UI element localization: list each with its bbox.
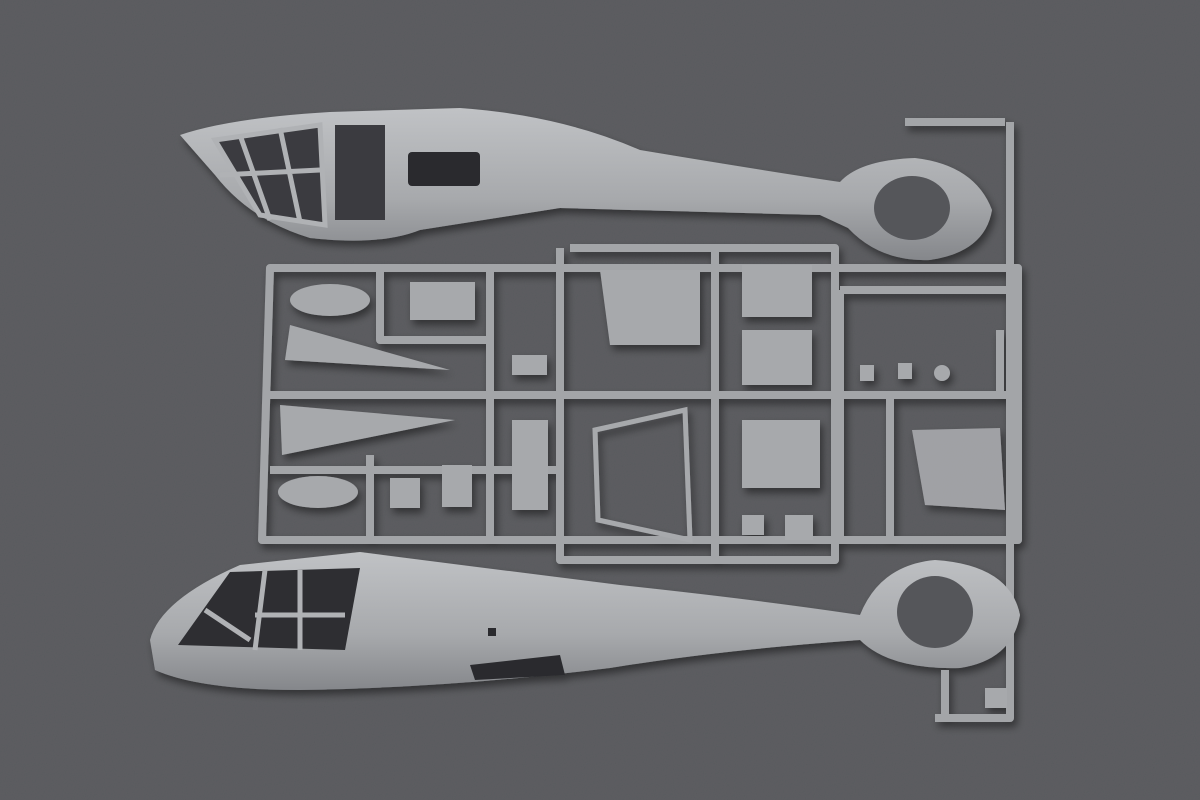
part-panel-2 — [600, 270, 700, 345]
part-small-6 — [934, 365, 950, 381]
part-canopy-frame-1 — [592, 406, 693, 544]
fuselage-half-upper — [180, 108, 992, 261]
part-panel-5 — [742, 420, 820, 488]
cockpit-frame-lower — [178, 568, 360, 650]
lower-hatch-opening — [470, 655, 565, 680]
part-small-5 — [785, 515, 813, 540]
part-small-1 — [390, 478, 420, 508]
part-canopy-frame-2 — [912, 428, 1005, 510]
part-stub-wing-1 — [285, 325, 450, 370]
part-panel-3 — [742, 265, 812, 317]
part-panel-4 — [742, 330, 812, 385]
sprue-parts — [278, 265, 1007, 708]
part-door — [512, 420, 548, 510]
part-small-2 — [442, 465, 472, 507]
part-small-3 — [512, 355, 547, 375]
part-small-9 — [985, 688, 1007, 708]
rivet-hole — [488, 628, 496, 636]
part-small-7 — [860, 365, 874, 381]
part-fuel-tank-1 — [290, 284, 370, 316]
part-small-4 — [742, 515, 764, 535]
part-fuel-tank-2 — [278, 476, 358, 508]
fuselage-half-lower — [150, 552, 1020, 690]
tail-rotor-opening-upper — [874, 176, 950, 240]
cabin-door-opening — [335, 125, 385, 220]
tail-rotor-opening-lower — [897, 576, 973, 648]
cabin-window — [408, 152, 480, 186]
part-stub-wing-2 — [280, 405, 455, 455]
part-small-8 — [898, 363, 912, 379]
part-panel-1 — [410, 282, 475, 320]
